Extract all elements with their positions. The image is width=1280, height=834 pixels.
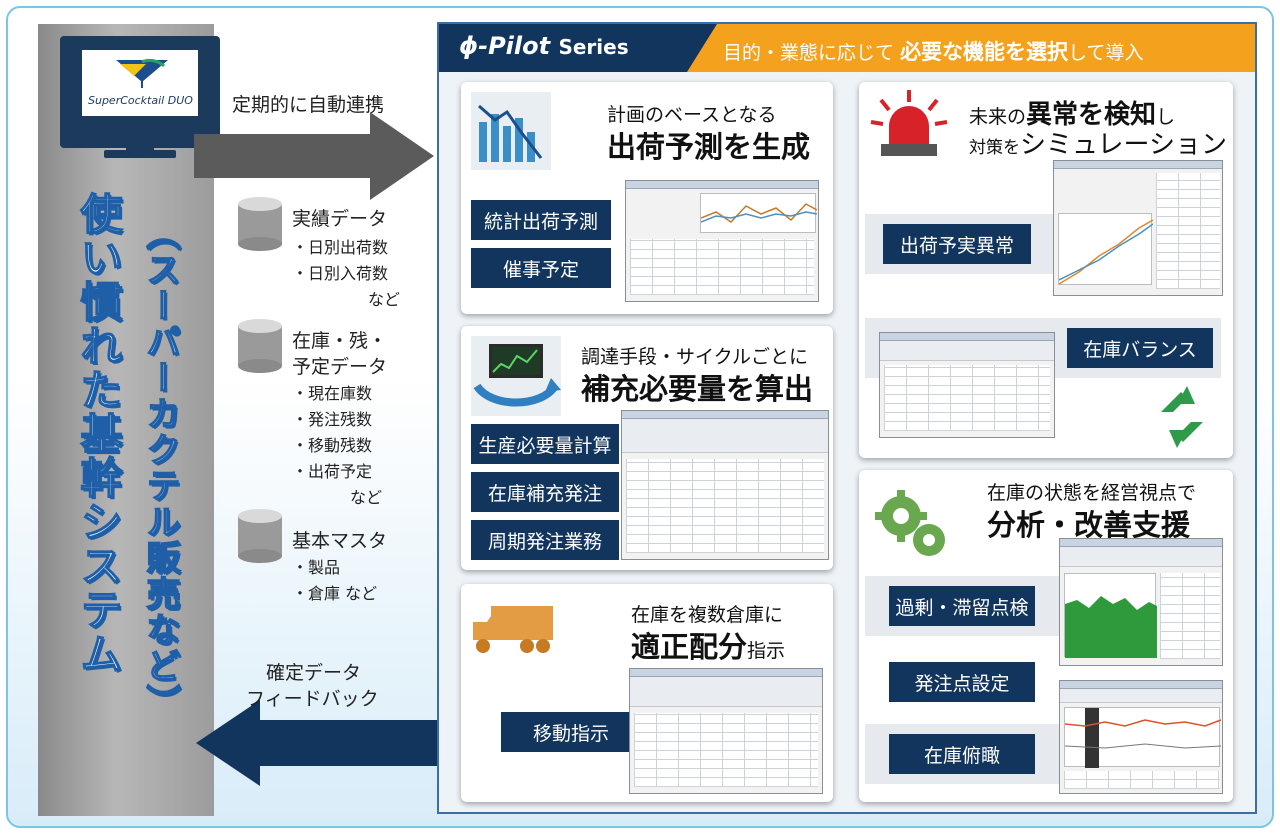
system-title: 使い慣れた基幹システム xyxy=(73,191,124,677)
db-item: ・移動残数 xyxy=(292,436,373,455)
db-actual-title: 実績データ xyxy=(292,208,388,230)
bar-chart-icon xyxy=(471,92,551,170)
db-item: ・出荷予定 xyxy=(292,462,373,481)
analysis-heading-small: 在庫の状態を経営視点で xyxy=(987,482,1197,504)
panel-header: ϕ-Pilot Series 目的・業態に応じて 必要な機能を選択して導入 xyxy=(439,24,1255,72)
db-item: ・発注残数 xyxy=(292,410,373,429)
feature-reorder-point[interactable]: 発注点設定 xyxy=(889,662,1035,702)
panel-tagline: 目的・業態に応じて 必要な機能を選択して導入 xyxy=(723,40,1144,64)
card-analysis: 在庫の状態を経営視点で 分析・改善支援 過剰・滞留点検 発注点設定 在庫俯瞰 xyxy=(859,470,1233,802)
db-item: など xyxy=(350,488,383,507)
database-icon xyxy=(238,319,282,373)
analysis-screenshot-2 xyxy=(1059,680,1223,794)
feature-stock-overview[interactable]: 在庫俯瞰 xyxy=(889,734,1035,774)
analysis-screenshot-1 xyxy=(1059,538,1223,666)
card-anomaly: 未来の異常を検知し 対策をシミュレーション 出荷予実異常 在庫バランス xyxy=(859,82,1233,458)
cocktail-logo-icon xyxy=(116,58,168,88)
screenshot-plot xyxy=(700,193,818,233)
gears-icon xyxy=(875,490,945,556)
recycle-arrows-icon xyxy=(1161,386,1203,448)
sync-label: 定期的に自動連携 xyxy=(232,94,385,116)
db-stock-title-2: 予定データ xyxy=(292,356,388,378)
db-item: ・日別出荷数 xyxy=(292,238,389,257)
sync-arrow-right xyxy=(194,112,434,200)
distribute-heading-small: 在庫を複数倉庫に xyxy=(631,604,784,626)
replenish-screenshot xyxy=(621,410,829,560)
logo-text: SuperCocktail DUO xyxy=(88,94,193,107)
replenish-heading-large: 補充必要量を算出 xyxy=(581,372,814,406)
card-forecast: 計画のベースとなる 出荷予測を生成 統計出荷予測 催事予定 xyxy=(461,82,833,314)
system-monitor: SuperCocktail DUO xyxy=(60,36,220,158)
screenshot-plot xyxy=(1064,573,1157,658)
screenshot-plot xyxy=(1058,213,1154,285)
feature-periodic-order[interactable]: 周期発注業務 xyxy=(471,520,619,560)
feature-event-schedule[interactable]: 催事予定 xyxy=(471,248,611,288)
monitor-stand xyxy=(126,136,154,152)
system-subtitle: （スーパーカクテル販売など） xyxy=(139,215,181,721)
db-item: ・製品 xyxy=(292,558,341,577)
forecast-heading-small: 計画のベースとなる xyxy=(607,104,777,126)
screenshot-plot xyxy=(1064,707,1222,768)
distribute-screenshot xyxy=(629,668,823,794)
card-distribution: 在庫を複数倉庫に 適正配分指示 移動指示 xyxy=(461,584,833,802)
panel-tagline-band xyxy=(687,24,1255,72)
feature-stock-replenish-order[interactable]: 在庫補充発注 xyxy=(471,472,619,512)
feature-shipment-anomaly[interactable]: 出荷予実異常 xyxy=(883,224,1031,264)
distribute-heading-large: 適正配分指示 xyxy=(631,630,786,664)
database-icon xyxy=(238,509,282,563)
feedback-arrow-left xyxy=(196,700,438,786)
db-master-title: 基本マスタ xyxy=(292,530,388,552)
anomaly-screenshot xyxy=(1053,160,1223,296)
feedback-label-1: 確定データ xyxy=(266,662,362,684)
panel-title: ϕ-Pilot Series xyxy=(459,32,629,60)
truck-icon xyxy=(473,606,553,653)
feature-production-requirement[interactable]: 生産必要量計算 xyxy=(471,424,619,464)
feature-transfer-instruction[interactable]: 移動指示 xyxy=(501,712,641,752)
feature-stock-balance[interactable]: 在庫バランス xyxy=(1067,328,1213,368)
anomaly-heading-1: 未来の異常を検知し xyxy=(969,100,1176,130)
feature-excess-stagnant-check[interactable]: 過剰・滞留点検 xyxy=(889,586,1035,626)
db-item: ・倉庫 など xyxy=(292,584,378,603)
monitor-screen: SuperCocktail DUO xyxy=(82,50,198,116)
db-item: ・現在庫数 xyxy=(292,384,373,403)
monitor-base xyxy=(104,150,176,158)
anomaly-heading-2: 対策をシミュレーション xyxy=(969,130,1227,160)
analysis-heading-large: 分析・改善支援 xyxy=(987,508,1191,542)
db-item: など xyxy=(368,290,401,309)
db-item: ・日別入荷数 xyxy=(292,264,389,283)
balance-screenshot xyxy=(879,332,1055,438)
forecast-screenshot xyxy=(625,180,819,302)
monitor-cycle-icon xyxy=(471,336,561,416)
forecast-heading-large: 出荷予測を生成 xyxy=(607,130,811,164)
card-replenishment: 調達手段・サイクルごとに 補充必要量を算出 生産必要量計算 在庫補充発注 周期発… xyxy=(461,326,833,570)
pilot-series-panel: ϕ-Pilot Series 目的・業態に応じて 必要な機能を選択して導入 計画… xyxy=(437,22,1257,814)
replenish-heading-small: 調達手段・サイクルごとに xyxy=(581,346,809,368)
feedback-label-2: フィードバック xyxy=(246,688,379,710)
feature-statistical-forecast[interactable]: 統計出荷予測 xyxy=(471,200,611,240)
db-stock-title-1: 在庫・残・ xyxy=(292,330,388,352)
database-icon xyxy=(238,197,282,251)
alarm-light-icon xyxy=(870,90,948,156)
